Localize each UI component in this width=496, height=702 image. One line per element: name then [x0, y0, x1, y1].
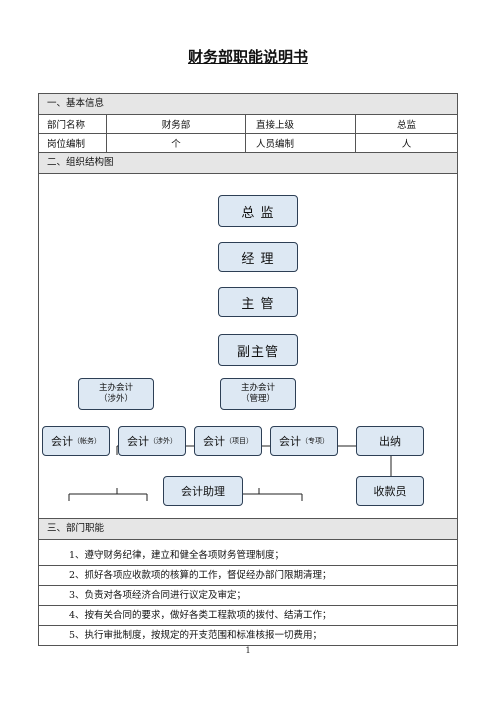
- org-box-accountant-books: 会计（帐务）: [42, 426, 110, 456]
- org-box-label: 主 管: [241, 296, 275, 312]
- duties-list: 1、遵守财务纪律，建立和健全各项财务管理制度； 2、抓好各项应收款项的核算的工作…: [39, 540, 457, 645]
- document-title: 财务部职能说明书: [187, 48, 308, 66]
- org-box-lead-management: 主办会计 （管理）: [220, 378, 296, 410]
- org-box-label: 会计: [279, 435, 301, 448]
- org-box-label: 副主管: [236, 344, 279, 360]
- list-item: 5、执行审批制度，按规定的开支范围和标准核报一切费用；: [69, 630, 323, 641]
- org-box-manager: 经 理: [218, 242, 298, 272]
- superior-label: 直接上级: [246, 115, 356, 133]
- superior-value: 总监: [396, 120, 416, 131]
- org-box-label: 收款员: [373, 485, 407, 498]
- org-box-label: 出纳: [379, 435, 401, 448]
- table-row: 部门名称 财务部 直接上级 总监: [39, 115, 457, 134]
- org-box-label: 主办会计: [240, 383, 275, 393]
- section-basic-heading: 一、基本信息: [39, 94, 457, 115]
- org-box-label: 会计助理: [181, 485, 225, 498]
- org-box-deputy: 副主管: [218, 334, 298, 366]
- org-box-sublabel: （涉外）: [98, 394, 133, 404]
- org-box-cashier: 出纳: [356, 426, 424, 456]
- org-box-sublabel: （涉外）: [149, 437, 177, 445]
- dept-name-value: 财务部: [107, 115, 246, 133]
- list-item: 3、负责对各项经济合同进行议定及审定；: [39, 586, 457, 606]
- list-item: 1、遵守财务纪律，建立和健全各项财务管理制度；: [39, 546, 457, 566]
- list-item: 2、抓好各项应收款项的核算的工作，督促经办部门限期清理；: [39, 566, 457, 586]
- post-quota-value: 个: [107, 134, 246, 152]
- org-box-accountant-special: 会计（专项）: [270, 426, 338, 456]
- section-org-heading: 二、组织结构图: [39, 153, 457, 174]
- info-table: 一、基本信息 部门名称 财务部 直接上级 总监 岗位编制 个 人员编制 人 二、…: [38, 93, 458, 646]
- post-quota-label: 岗位编制: [39, 134, 107, 152]
- section-duties-heading: 三、部门职能: [39, 519, 457, 540]
- org-box-assistant: 会计助理: [163, 476, 243, 506]
- org-box-sublabel: （帐务）: [73, 437, 101, 445]
- list-item: 4、按有关合同的要求，做好各类工程款项的拨付、结清工作；: [39, 606, 457, 626]
- org-box-accountant-project: 会计（项目）: [194, 426, 262, 456]
- org-box-supervisor: 主 管: [218, 287, 298, 317]
- org-box-director: 总 监: [218, 195, 298, 227]
- org-box-collector: 收款员: [356, 476, 424, 506]
- org-box-accountant-external: 会计（涉外）: [118, 426, 186, 456]
- table-row: 岗位编制 个 人员编制 人: [39, 134, 457, 153]
- org-box-label: 主办会计: [98, 383, 133, 393]
- page-number: 1: [245, 646, 251, 655]
- org-box-label: 会计: [51, 435, 73, 448]
- org-box-sublabel: （管理）: [240, 394, 275, 404]
- org-box-sublabel: （项目）: [225, 437, 253, 445]
- staff-quota-value: 人: [401, 139, 412, 150]
- org-box-label: 会计: [127, 435, 149, 448]
- staff-quota-label: 人员编制: [246, 134, 356, 152]
- org-box-label: 经 理: [241, 251, 275, 267]
- org-box-sublabel: （专项）: [301, 437, 329, 445]
- dept-name-label: 部门名称: [39, 115, 107, 133]
- org-box-label: 总 监: [241, 205, 275, 221]
- org-box-label: 会计: [203, 435, 225, 448]
- org-box-lead-external: 主办会计 （涉外）: [78, 378, 154, 410]
